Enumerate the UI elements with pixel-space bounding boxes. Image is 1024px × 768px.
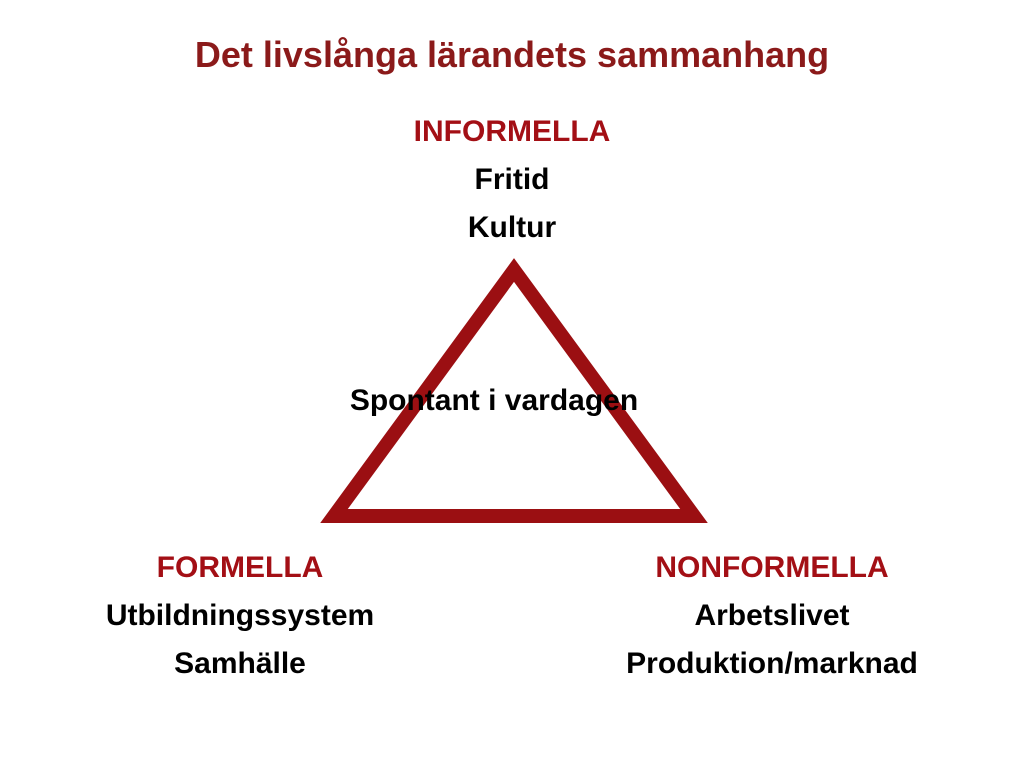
- triangle-outline: [320, 258, 708, 523]
- informal-item-leisure: Fritid: [474, 163, 550, 196]
- formal-item-society: Samhälle: [174, 647, 306, 680]
- formal-item-education-system: Utbildningssystem: [105, 599, 375, 632]
- informal-learning-node: INFORMELLA Fritid Kultur: [312, 108, 712, 252]
- slide-title: Det livslånga lärandets sammanhang: [194, 34, 830, 75]
- triangle-center-label: Spontant i vardagen: [349, 384, 639, 417]
- formal-heading: FORMELLA: [156, 551, 324, 584]
- nonformal-heading: NONFORMELLA: [655, 551, 889, 584]
- nonformal-item-production-market: Produktion/marknad: [626, 647, 918, 680]
- informal-item-culture: Kultur: [467, 211, 557, 244]
- nonformal-item-working-life: Arbetslivet: [694, 599, 850, 632]
- informal-heading: INFORMELLA: [413, 115, 611, 148]
- nonformal-learning-node: NONFORMELLA Arbetslivet Produktion/markn…: [572, 544, 972, 688]
- formal-learning-node: FORMELLA Utbildningssystem Samhälle: [40, 544, 440, 688]
